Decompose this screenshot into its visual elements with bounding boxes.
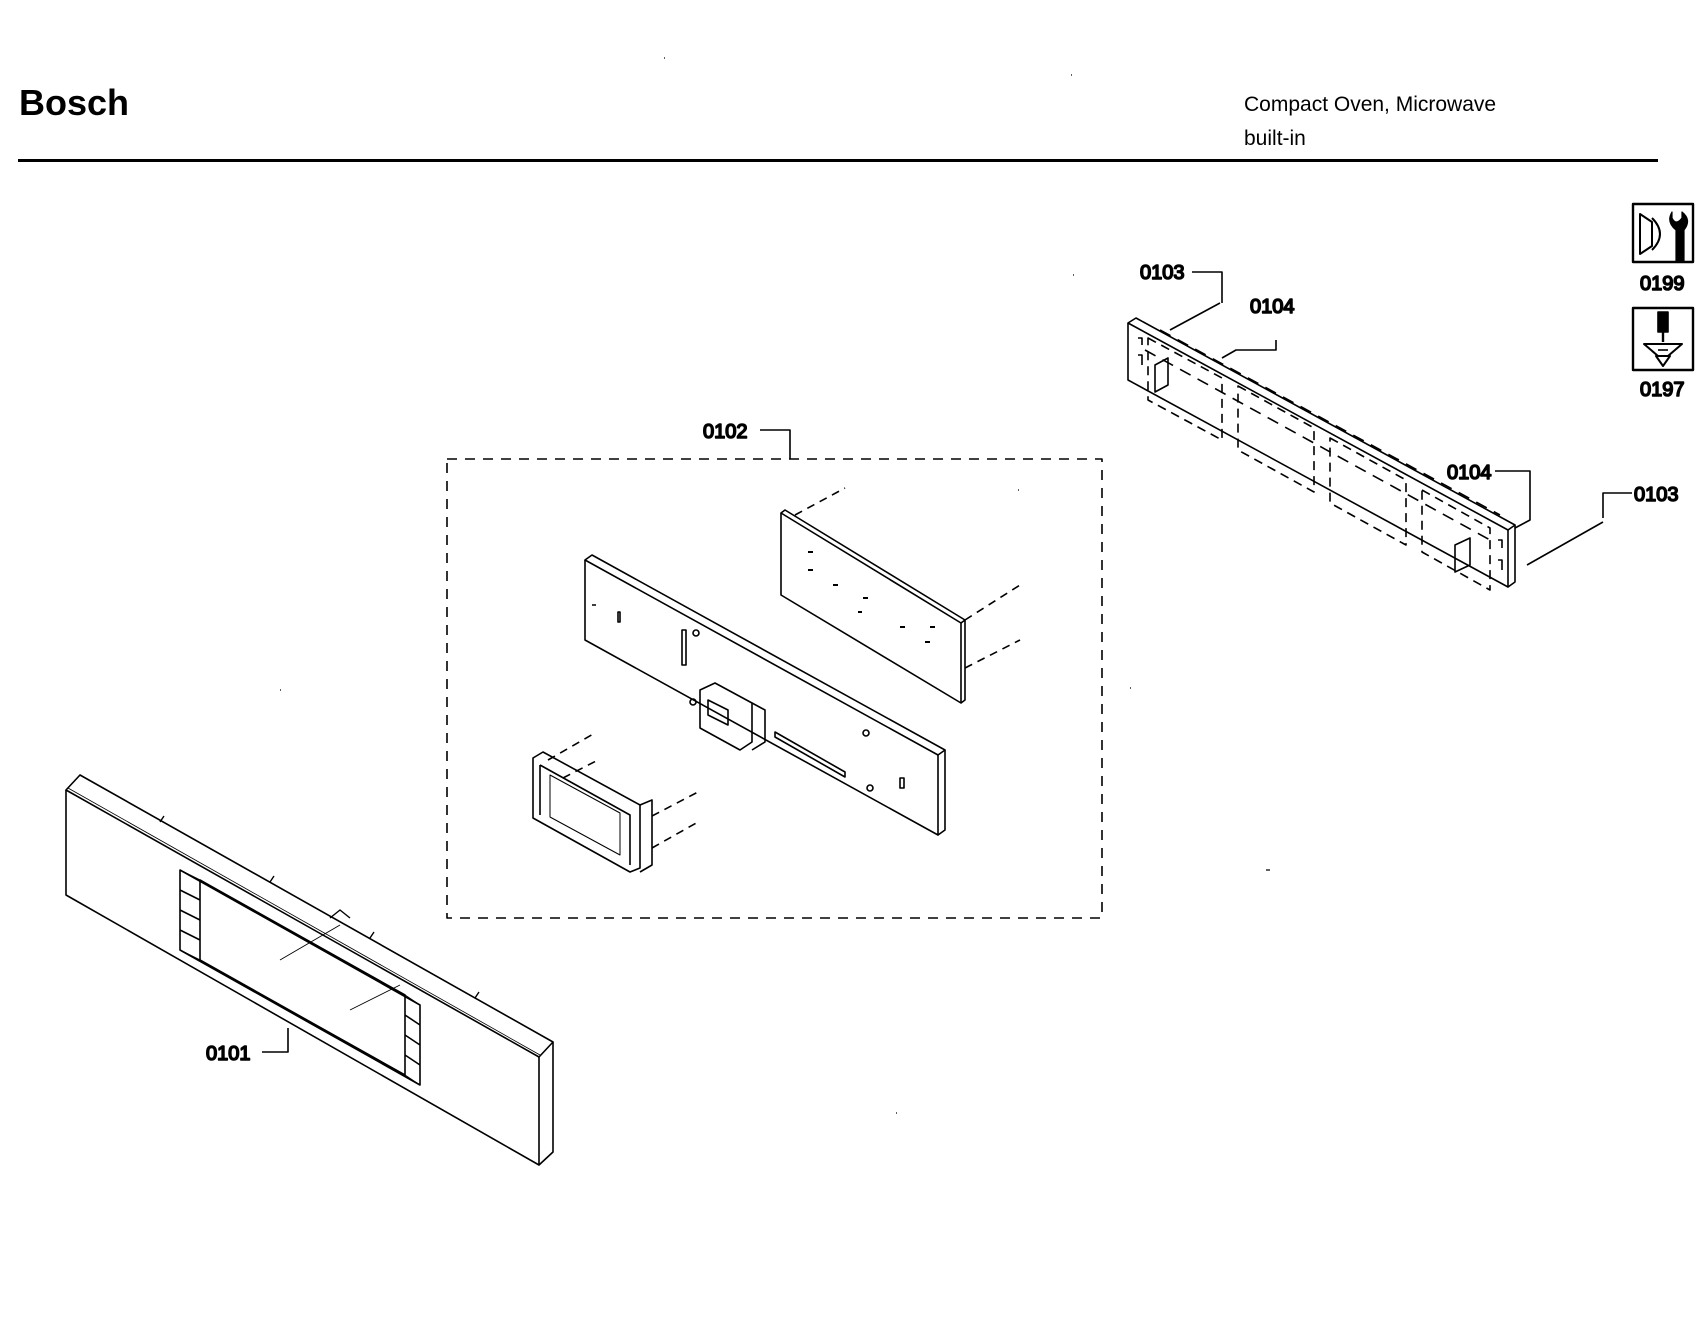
tool-label-0197: 0197 (1640, 379, 1685, 401)
callout-0101: 0101 (206, 1043, 251, 1065)
part-rear-bracket (1127, 317, 1516, 591)
screwdriver-icon (1631, 306, 1695, 372)
part-0102-assembly (446, 458, 1103, 919)
product-title: Compact Oven, Microwave built-in (1244, 88, 1496, 156)
callout-0102: 0102 (703, 421, 748, 443)
product-title-line1: Compact Oven, Microwave (1244, 93, 1497, 116)
product-title-line2: built-in (1244, 127, 1306, 150)
callout-0104-right: 0104 (1447, 462, 1492, 484)
callout-0103-right: 0103 (1634, 484, 1679, 506)
header-rule (18, 159, 1658, 162)
wrench-socket-icon (1631, 202, 1695, 264)
callout-0103-top: 0103 (1140, 262, 1185, 284)
brand-name: Bosch (19, 82, 130, 123)
callout-0104-top: 0104 (1250, 296, 1295, 318)
tool-label-0199: 0199 (1640, 273, 1685, 295)
part-0101-fascia (65, 774, 554, 1166)
